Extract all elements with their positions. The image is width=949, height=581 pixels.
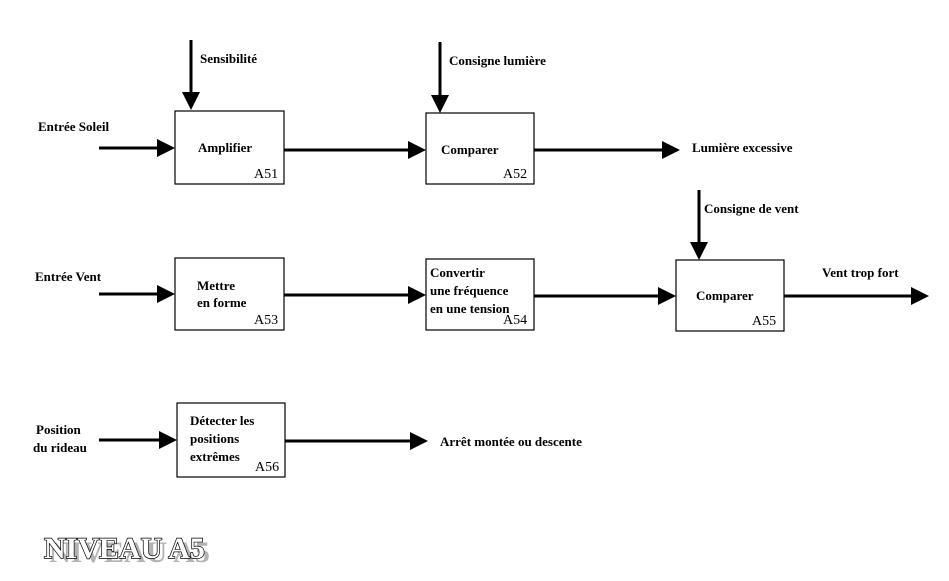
block-a52-label: Comparer bbox=[441, 142, 499, 157]
entree-soleil-label: Entrée Soleil bbox=[38, 119, 110, 134]
vent-trop-fort-arrowhead bbox=[911, 287, 929, 305]
position-rideau-arrowhead bbox=[159, 431, 177, 449]
block-a54-label-line1: Convertir bbox=[430, 265, 485, 280]
block-a56-code: A56 bbox=[255, 460, 279, 475]
block-a55-label: Comparer bbox=[696, 288, 754, 303]
arret-label: Arrêt montée ou descente bbox=[440, 434, 582, 449]
block-a52-code: A52 bbox=[503, 167, 527, 182]
block-a54-label-line2: une fréquence bbox=[430, 283, 509, 298]
block-a53-code: A53 bbox=[254, 313, 278, 328]
block-a52 bbox=[425, 112, 535, 185]
block-a51-code: A51 bbox=[254, 167, 278, 182]
block-a53-label-line2: en forme bbox=[197, 295, 247, 310]
block-a51 bbox=[174, 110, 285, 185]
consigne-vent-arrowhead bbox=[690, 242, 708, 260]
block-a54-label-line3: en une tension bbox=[430, 301, 510, 316]
consigne-lumiere-label: Consigne lumière bbox=[449, 53, 546, 68]
a51-to-a52-arrowhead bbox=[408, 141, 426, 159]
entree-soleil-arrowhead bbox=[157, 139, 175, 157]
level-title-shadow: NIVEAU A5 bbox=[49, 536, 210, 569]
consigne-vent-label: Consigne de vent bbox=[704, 201, 799, 216]
block-a54-code: A54 bbox=[503, 313, 527, 328]
position-rideau-label-line1: Position bbox=[36, 422, 82, 437]
arret-arrowhead bbox=[410, 432, 428, 450]
consigne-lumiere-arrowhead bbox=[431, 95, 449, 113]
entree-vent-arrowhead bbox=[157, 285, 175, 303]
a54-to-a55-arrowhead bbox=[658, 287, 676, 305]
block-a56-label-line3: extrêmes bbox=[190, 449, 240, 464]
lumiere-excessive-label: Lumière excessive bbox=[692, 140, 793, 155]
block-a51-label: Amplifier bbox=[198, 140, 252, 155]
block-a53 bbox=[174, 257, 285, 331]
block-a53-label-line1: Mettre bbox=[197, 278, 235, 293]
entree-vent-label: Entrée Vent bbox=[35, 269, 102, 284]
block-a56-label-line1: Détecter les bbox=[190, 413, 254, 428]
sensibilite-label: Sensibilité bbox=[200, 51, 257, 66]
a53-to-a54-arrowhead bbox=[408, 286, 426, 304]
block-a56-label-line2: positions bbox=[190, 431, 239, 446]
block-a55-code: A55 bbox=[752, 314, 776, 329]
vent-trop-fort-label: Vent trop fort bbox=[822, 265, 899, 280]
block-a55 bbox=[675, 259, 785, 332]
level-title: NIVEAU A5 bbox=[44, 532, 205, 565]
position-rideau-label-line2: du rideau bbox=[33, 440, 87, 455]
block-a56 bbox=[176, 402, 286, 478]
sensibilite-arrowhead bbox=[182, 92, 200, 110]
lumiere-excessive-arrowhead bbox=[662, 141, 680, 159]
